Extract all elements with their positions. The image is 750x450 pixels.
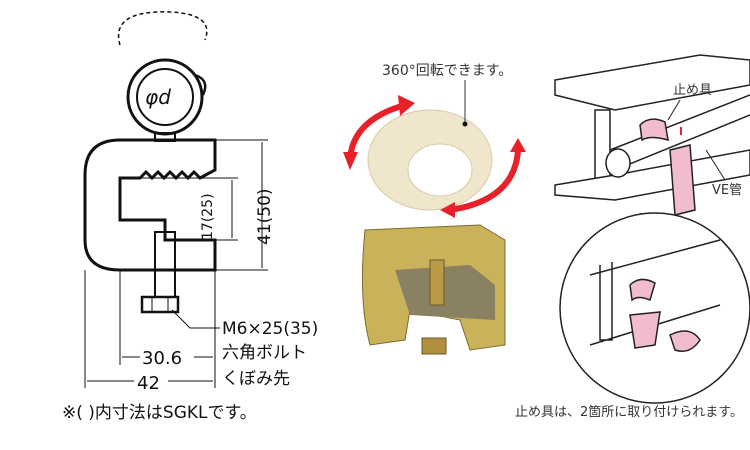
stopper-clamp: [669, 144, 696, 216]
stopper-top: [639, 118, 669, 142]
dimension-note: ※( )内寸法はSGKLです。: [62, 403, 257, 423]
ring-inner: [136, 68, 194, 126]
inner-height-label: 17(25): [200, 193, 216, 240]
stopper-caption: 止め具は、2箇所に取り付けられます。: [515, 404, 743, 420]
bolt-head: [140, 295, 180, 314]
rotation-label: 360°回転できます。: [382, 63, 512, 79]
rotation-arrow-right: [449, 149, 521, 213]
bolt-shank: [154, 231, 176, 298]
outer-height-label: 41(50): [255, 188, 275, 245]
stopper-detail-view: [559, 212, 750, 404]
clamp-body: [83, 138, 217, 272]
diameter-label: φd: [145, 85, 171, 109]
product-photo: [343, 80, 526, 355]
inner-width-label: 30.6: [142, 348, 182, 369]
outer-width-label: 42: [137, 373, 160, 394]
bolt-spec-label: M6×25(35): [222, 319, 318, 339]
beam-install-view: [554, 54, 750, 216]
bolt-tip-label: くぼみ先: [222, 369, 290, 389]
pipe-label: VE管: [712, 183, 742, 198]
bolt-type-label: 六角ボルト: [222, 343, 307, 363]
clamp-bolt: [429, 259, 445, 306]
rotation-hint-arc: [117, 11, 208, 46]
stopper-label: 止め具: [673, 83, 712, 98]
clamp-dimension-drawing: [83, 11, 217, 314]
